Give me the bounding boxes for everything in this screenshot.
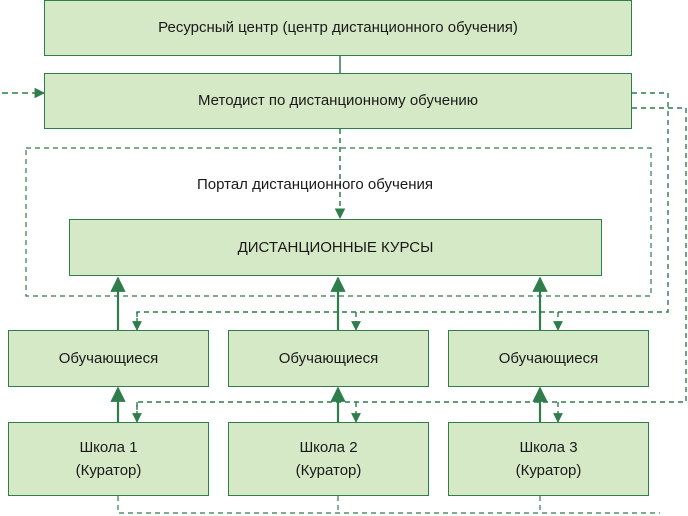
resource-center-box: Ресурсный центр (центр дистанционного об…	[44, 0, 632, 56]
school-box-3: Школа 3 (Куратор)	[448, 422, 649, 496]
courses-label: ДИСТАНЦИОННЫЕ КУРСЫ	[237, 238, 434, 256]
students-box-3: Обучающиеся	[448, 330, 649, 387]
methodist-box: Методист по дистанционному обучению	[44, 73, 632, 129]
school-role-1: (Куратор)	[75, 462, 142, 479]
methodist-label: Методист по дистанционному обучению	[197, 92, 479, 110]
students-box-1: Обучающиеся	[8, 330, 209, 387]
portal-boundary	[25, 147, 652, 297]
students-label-3: Обучающиеся	[498, 349, 599, 367]
resource-center-label: Ресурсный центр (центр дистанционного об…	[158, 19, 518, 37]
school-box-1: Школа 1 (Куратор)	[8, 422, 209, 496]
loop-to-students	[136, 92, 669, 330]
school-name-2: Школа 2	[299, 438, 358, 456]
students-label-2: Обучающиеся	[278, 349, 379, 367]
bottom-connector	[117, 496, 660, 514]
school-role-3: (Куратор)	[515, 462, 582, 479]
loop-to-schools	[136, 107, 687, 422]
students-label-1: Обучающиеся	[58, 349, 159, 367]
courses-box: ДИСТАНЦИОННЫЕ КУРСЫ	[69, 219, 602, 276]
portal-label: Портал дистанционного обучения	[197, 176, 433, 193]
students-box-2: Обучающиеся	[228, 330, 429, 387]
school-role-2: (Куратор)	[295, 462, 362, 479]
school-box-2: Школа 2 (Куратор)	[228, 422, 429, 496]
school-name-3: Школа 3	[519, 438, 578, 456]
school-name-1: Школа 1	[79, 438, 138, 456]
